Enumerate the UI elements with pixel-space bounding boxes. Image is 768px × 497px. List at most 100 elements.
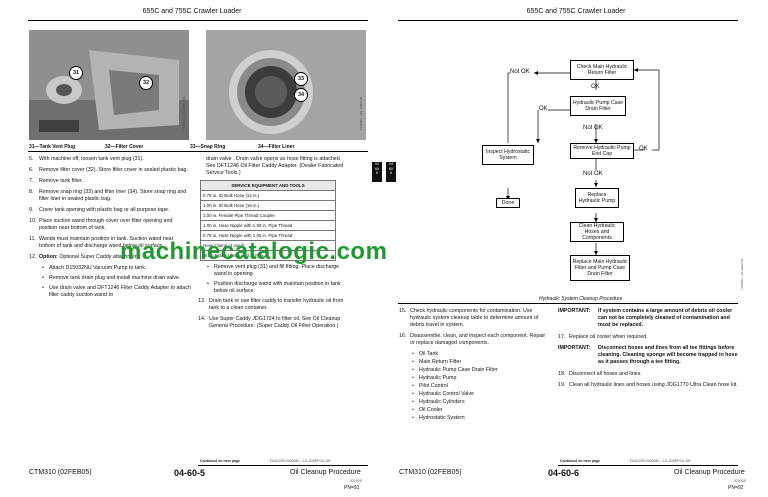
flow-inspect-hydrostatic: Inspect Hydrostatic System — [482, 145, 534, 165]
left-footer-page: 04-60-5 — [174, 468, 206, 478]
right-column-1: 15.Check hydraulic components for contam… — [399, 308, 549, 423]
col2-bullet: Position discharge wand with maintain po… — [206, 281, 348, 295]
step-12-bullets: Attach D15032NU Vacuum Pump to tank. Rem… — [29, 265, 191, 299]
step-16: 16.Disassemble, clean, and inspect each … — [399, 333, 549, 347]
flow-ok-3: OK — [639, 146, 648, 152]
step-18: 18.Disconnect all hoses and lines. — [558, 371, 738, 378]
callout-34: 34 — [294, 88, 308, 102]
right-doc-id: DU01000,000068C –19–20SEP04–3/5 — [630, 459, 691, 463]
watermark: machinecatalogic.com — [120, 238, 388, 265]
right-page: 04 60 6 655C and 755C Crawler Loader — [384, 0, 768, 497]
right-header-rule — [398, 20, 738, 21]
right-continued: Continued on next page — [560, 459, 600, 463]
step-17: 17.Replace oil cooler when required. — [558, 334, 738, 341]
tank-vent-photo: 31 32 T138514 –UN–14MAY04 — [29, 30, 189, 140]
step-8: 8. Remove snap ring (33) and filter liner… — [29, 189, 191, 203]
service-tools-table: SERVICE EQUIPMENT AND TOOLS 0.75 in. ID … — [200, 180, 336, 261]
flow-check-main-filter: Check Main Hydraulic Return Filter — [570, 60, 634, 80]
caption-33: 33—Snap Ring — [190, 144, 226, 150]
flow-done: Done — [496, 198, 520, 208]
right-footer-manual: CTM310 (02FEB05) — [399, 469, 462, 476]
list-item: Hydraulic Pump Case Drain Filter — [411, 367, 549, 374]
list-item: Pilot Control — [411, 383, 549, 390]
step-12-bullet: Remove tank drain plug and install machi… — [41, 275, 191, 282]
step-10-num: 10. — [29, 218, 37, 224]
left-column-1: 5.With machine off, loosen tank vent plu… — [29, 156, 191, 302]
left-footer-title: Oil Cleanup Procedure — [290, 469, 361, 476]
step-12-bullet: Attach D15032NU Vacuum Pump to tank. — [41, 265, 191, 272]
caption-34: 34—Filter Liner — [258, 144, 295, 150]
section-tab-2: 04 60 6 — [386, 162, 396, 182]
step-12-text: Optional Super Caddy attachment. — [59, 254, 141, 260]
step-8-text: Remove snap ring (33) and filter liner (… — [39, 189, 187, 202]
component-list: Oil Tank Main Return Filter Hydraulic Pu… — [399, 351, 549, 422]
step-11: 11.Wands must maintain position in tank.… — [29, 236, 191, 250]
important-2: IMPORTANT: Disconnect hoses and lines fr… — [558, 345, 738, 366]
table-title: SERVICE EQUIPMENT AND TOOLS — [200, 180, 336, 191]
right-footer-page: 04-60-6 — [548, 468, 580, 478]
important-1-text: If system contains a large amount of deb… — [598, 308, 733, 328]
left-header: 655C and 755C Crawler Loader — [142, 8, 242, 15]
step-13: 13.Drain tank or use filter caddy to tra… — [198, 298, 348, 312]
step-15-num: 15. — [399, 308, 407, 314]
list-item: Hydrostatic System — [411, 415, 549, 422]
step-17-num: 17. — [558, 334, 566, 340]
col2-bullet: Remove vent plug (31) and fill fitting. … — [206, 264, 348, 278]
step-5: 5.With machine off, loosen tank vent plu… — [29, 156, 191, 163]
step-13-num: 13. — [198, 298, 206, 304]
list-item: Oil Tank — [411, 351, 549, 358]
important-2-text: Disconnect hoses and lines from all tee … — [598, 345, 738, 365]
list-item: Main Return Filter — [411, 359, 549, 366]
step-18-text: Disconnect all hoses and lines. — [569, 371, 642, 377]
flow-not-ok-2: Not OK — [583, 125, 603, 131]
step-11-text: Wands must maintain position in tank. Su… — [39, 236, 174, 249]
table-row: 1.00 in. Female Pipe Thread Coupler — [200, 210, 336, 221]
important-1-label: IMPORTANT: — [558, 308, 591, 314]
step-7: 7. Remove tank filter. — [29, 178, 191, 185]
left-page: 655C and 755C Crawler Loader 31 32 T1385… — [0, 0, 384, 497]
list-item: Hydraulic Control Valve — [411, 391, 549, 398]
callout-32: 32 — [139, 76, 153, 90]
step-6: 6. Remove filter cover (32). Store filter… — [29, 167, 191, 174]
step-11-num: 11. — [29, 236, 36, 242]
step-15-text: Check hydraulic components for contamina… — [410, 308, 539, 328]
step-8-num: 8. — [29, 189, 34, 195]
flow-clean-hoses: Clean Hydraulic Hoses and Components — [570, 222, 624, 242]
list-item: Hydraulic Cylinders — [411, 399, 549, 406]
important-1: IMPORTANT: If system contains a large am… — [558, 308, 738, 329]
right-footer-pn: PN=92 — [728, 485, 744, 491]
step-10: 10.Place suction wand through cover over… — [29, 218, 191, 232]
flow-rule — [398, 303, 738, 304]
step-12-num: 12. — [29, 254, 37, 260]
flow-replace-filters: Replace Main Hydraulic Filter and Pump C… — [570, 255, 630, 281]
step-6-text: Remove filter cover (32). Store filter c… — [39, 167, 188, 173]
step-7-num: 7. — [29, 178, 34, 184]
col2-bullets: Remove vent plug (31) and fill fitting. … — [198, 264, 348, 295]
right-footer-code: 020405 — [734, 479, 746, 483]
left-doc-id: DU01000,000068C –19–20SEP04–2/5 — [270, 459, 331, 463]
flow-replace-pump: Replace Hydraulic Pump — [575, 188, 619, 208]
step-6-num: 6. — [29, 167, 34, 173]
flow-ok-1: OK — [591, 84, 600, 90]
right-header: 655C and 755C Crawler Loader — [526, 8, 626, 15]
caption-32: 32—Filter Cover — [105, 144, 144, 150]
step-19: 19.Clean all hydraulic lines and hoses u… — [558, 382, 738, 389]
flow-pump-case-drain-filter: Hydraulic Pump Case Drain Filter — [570, 96, 626, 116]
flow-not-ok-3: Not OK — [583, 171, 603, 177]
step-7-text: Remove tank filter. — [39, 178, 83, 184]
step-12: 12.Option: Optional Super Caddy attachme… — [29, 254, 191, 261]
flow-ok-2: OK — [539, 106, 548, 112]
table-row: 1.00 in. ID Bulk Hose (18 in.) — [200, 200, 336, 211]
left-header-rule — [28, 20, 368, 21]
left-footer-manual: CTM310 (02FEB05) — [29, 469, 92, 476]
filter-photo-art — [206, 30, 366, 140]
step-16-num: 16. — [399, 333, 407, 339]
step-12-bullet: Use drain valve and DFT1246 Filter Caddy… — [41, 285, 191, 299]
step-12-label: Option: — [39, 254, 58, 260]
right-footer-title: Oil Cleanup Procedure — [674, 469, 745, 476]
section-tab-1: 04 60 5 — [372, 162, 382, 182]
caption-rule — [28, 151, 368, 152]
step-14: 14.Use Super Caddy JDG1724 to filter oil… — [198, 316, 348, 330]
right-column-2: IMPORTANT: If system contains a large am… — [558, 308, 738, 393]
step-14-text: Use Super Caddy JDG1724 to filter oil. S… — [209, 316, 341, 329]
